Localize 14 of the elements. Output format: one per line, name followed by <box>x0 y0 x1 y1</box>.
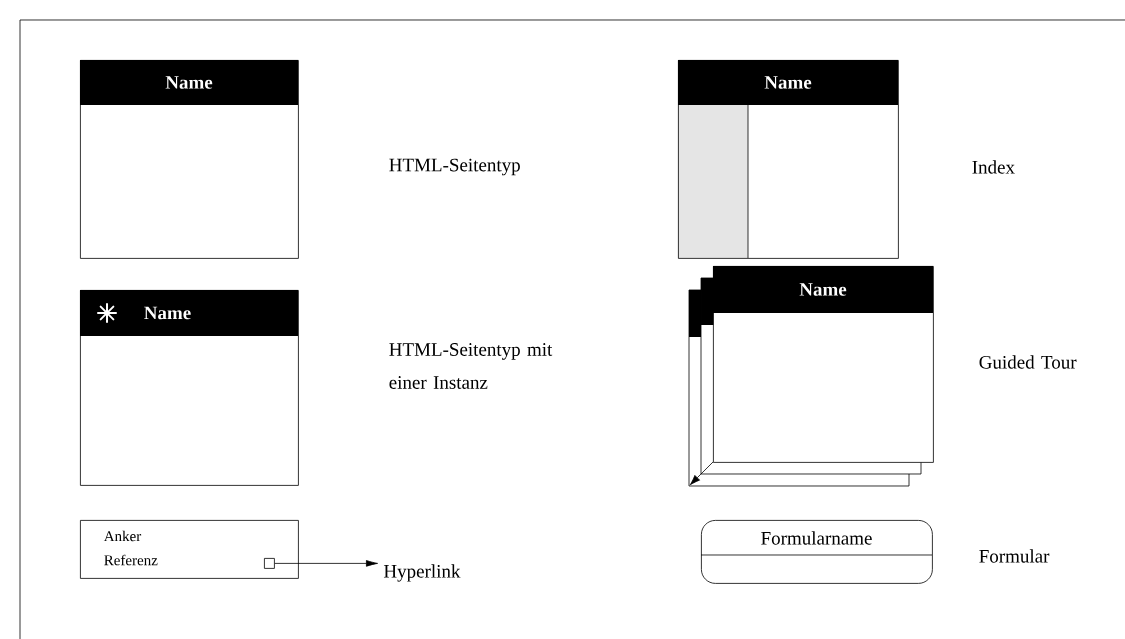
description-text: Formular <box>979 549 1050 563</box>
description-text: Guided Tour <box>979 355 1077 369</box>
anchor-square <box>264 558 275 569</box>
index-box: Name <box>678 60 899 259</box>
arrow <box>274 560 378 567</box>
page-stack: Name <box>688 266 934 487</box>
anchor-box: Anker Referenz <box>80 520 299 579</box>
form-box: Formularname <box>700 520 933 584</box>
instance-page-box: Name <box>80 290 299 486</box>
hyperlink-text: Hyperlink <box>383 564 461 582</box>
description-text: HTML-Seitentyp mit einer Instanz <box>389 343 553 389</box>
page-box: Name <box>80 60 299 259</box>
description-text: Index <box>972 160 1015 174</box>
description-text: HTML-Seitentyp <box>389 158 520 176</box>
